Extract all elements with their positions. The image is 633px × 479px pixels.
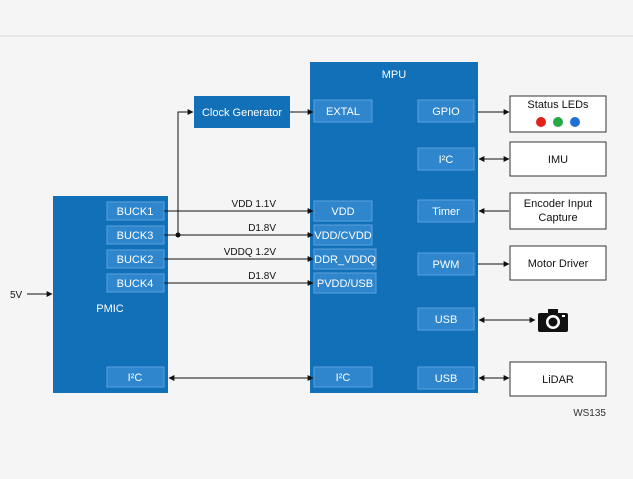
led-green-icon [553, 117, 563, 127]
pmic-title: PMIC [96, 303, 124, 315]
svg-text:BUCK1: BUCK1 [117, 206, 154, 218]
junction-dot [175, 232, 181, 238]
svg-text:DDR_VDDQ: DDR_VDDQ [314, 254, 376, 266]
mpu-pin-vdd: VDD [313, 200, 373, 222]
label-d1-8v-a: D1.8V [248, 223, 276, 234]
clock-generator-block: Clock Generator [194, 96, 290, 128]
svg-text:Timer: Timer [432, 206, 460, 218]
svg-text:LiDAR: LiDAR [542, 374, 574, 386]
svg-text:VDD: VDD [331, 206, 354, 218]
clock-generator-label: Clock Generator [202, 107, 282, 119]
svg-text:EXTAL: EXTAL [326, 106, 360, 118]
mpu-pin-ddr-vddq: DDR_VDDQ [313, 248, 377, 270]
mpu-pin-i2c-left: I²C [313, 366, 373, 388]
pmic-pin-buck4: BUCK4 [106, 273, 165, 293]
encoder-box: Encoder Input Capture [509, 192, 607, 230]
camera-icon [538, 309, 568, 332]
svg-text:USB: USB [435, 373, 458, 385]
mpu-pin-usb-lidar: USB [417, 366, 475, 390]
mpu-pin-timer: Timer [417, 199, 475, 223]
led-red-icon [536, 117, 546, 127]
svg-text:I²C: I²C [128, 372, 143, 384]
label-d1-8v-b: D1.8V [248, 271, 276, 282]
svg-text:IMU: IMU [548, 154, 568, 166]
svg-text:USB: USB [435, 314, 458, 326]
mpu-pin-pwm: PWM [417, 252, 475, 276]
motor-driver-box: Motor Driver [509, 245, 607, 281]
svg-text:Encoder Input: Encoder Input [524, 198, 593, 210]
svg-text:BUCK4: BUCK4 [117, 278, 154, 290]
svg-text:BUCK3: BUCK3 [117, 230, 154, 242]
pmic-pin-buck3: BUCK3 [106, 225, 165, 245]
mpu-pin-extal: EXTAL [313, 99, 373, 123]
svg-text:PWM: PWM [433, 259, 460, 271]
pmic-pin-buck2: BUCK2 [106, 249, 165, 269]
svg-text:BUCK2: BUCK2 [117, 254, 154, 266]
lidar-box: LiDAR [509, 361, 607, 397]
mpu-pin-pvdd-usb: PVDD/USB [313, 272, 377, 294]
pmic-pin-i2c: I²C [106, 366, 165, 388]
status-leds-box: Status LEDs [509, 95, 607, 133]
label-5v: 5V [10, 290, 23, 301]
mpu-pin-gpio: GPIO [417, 99, 475, 123]
svg-text:VDD/CVDD: VDD/CVDD [314, 230, 372, 242]
svg-text:Motor Driver: Motor Driver [528, 258, 589, 270]
svg-text:I²C: I²C [336, 372, 351, 384]
svg-text:I²C: I²C [439, 154, 454, 166]
mpu-pin-i2c-right: I²C [417, 147, 475, 171]
pmic-pin-buck1: BUCK1 [106, 201, 165, 221]
imu-box: IMU [509, 141, 607, 177]
mpu-title: MPU [382, 69, 407, 81]
svg-text:GPIO: GPIO [432, 106, 460, 118]
label-vddq-1-2v: VDDQ 1.2V [224, 247, 277, 258]
label-vdd-1-1v: VDD 1.1V [232, 199, 277, 210]
svg-text:PVDD/USB: PVDD/USB [317, 278, 373, 290]
mpu-pin-vdd-cvdd: VDD/CVDD [313, 224, 373, 246]
led-blue-icon [570, 117, 580, 127]
svg-text:Capture: Capture [538, 212, 577, 224]
figure-ref: WS135 [573, 408, 606, 419]
svg-text:Status LEDs: Status LEDs [527, 99, 589, 111]
mpu-pin-usb-camera: USB [417, 307, 475, 331]
wire-clock-power [177, 109, 194, 235]
